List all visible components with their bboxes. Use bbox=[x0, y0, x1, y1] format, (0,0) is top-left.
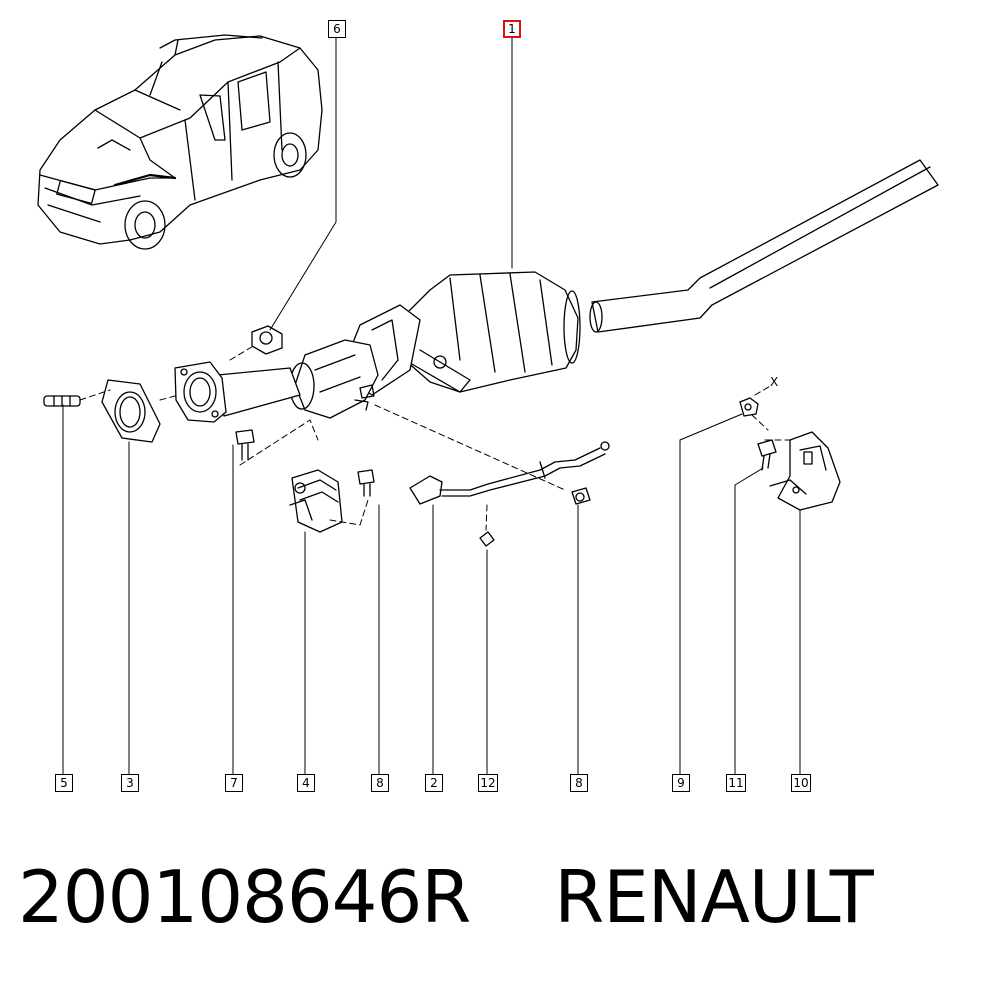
exhaust-parts-diagram: X bbox=[37, 34, 939, 776]
bolt-part-8-b[interactable] bbox=[571, 487, 591, 505]
nut-part-9[interactable] bbox=[739, 397, 759, 417]
callout-6[interactable]: 6 bbox=[328, 20, 346, 38]
callout-8-a[interactable]: 8 bbox=[371, 774, 389, 792]
downpipe-flange bbox=[174, 361, 301, 423]
callout-1[interactable]: 1 bbox=[503, 20, 521, 38]
callout-9[interactable]: 9 bbox=[672, 774, 690, 792]
brand-name: RENAULT bbox=[554, 855, 874, 939]
catalytic-converter-part-1[interactable] bbox=[289, 159, 939, 419]
clip-part-12[interactable] bbox=[479, 531, 495, 547]
part-number: 200108646R bbox=[18, 855, 471, 939]
callout-11[interactable]: 11 bbox=[726, 774, 746, 792]
bolt-part-8-a[interactable] bbox=[357, 469, 375, 497]
assembly-dashed-lines bbox=[79, 344, 796, 531]
caption: 200108646R RENAULT bbox=[18, 855, 874, 939]
stud-part-5[interactable] bbox=[43, 395, 81, 407]
gasket-part-3[interactable] bbox=[101, 379, 161, 443]
bolt-part-7[interactable] bbox=[235, 429, 255, 461]
callout-7[interactable]: 7 bbox=[225, 774, 243, 792]
mounting-bracket-part-4[interactable] bbox=[289, 469, 343, 533]
callout-5[interactable]: 5 bbox=[55, 774, 73, 792]
sensor-part-2[interactable] bbox=[409, 441, 610, 505]
callout-4[interactable]: 4 bbox=[297, 774, 315, 792]
callout-leader-lines bbox=[62, 37, 801, 776]
callout-8-b[interactable]: 8 bbox=[570, 774, 588, 792]
bracket-part-10[interactable] bbox=[769, 431, 841, 511]
callout-3[interactable]: 3 bbox=[121, 774, 139, 792]
bolt-part-11[interactable] bbox=[757, 439, 777, 471]
callout-12[interactable]: 12 bbox=[478, 774, 498, 792]
callout-2[interactable]: 2 bbox=[425, 774, 443, 792]
nut-part-6[interactable] bbox=[251, 325, 283, 355]
callout-10[interactable]: 10 bbox=[791, 774, 811, 792]
axis-x-mark: X bbox=[770, 375, 778, 389]
vehicle-locator-illustration bbox=[37, 34, 323, 250]
